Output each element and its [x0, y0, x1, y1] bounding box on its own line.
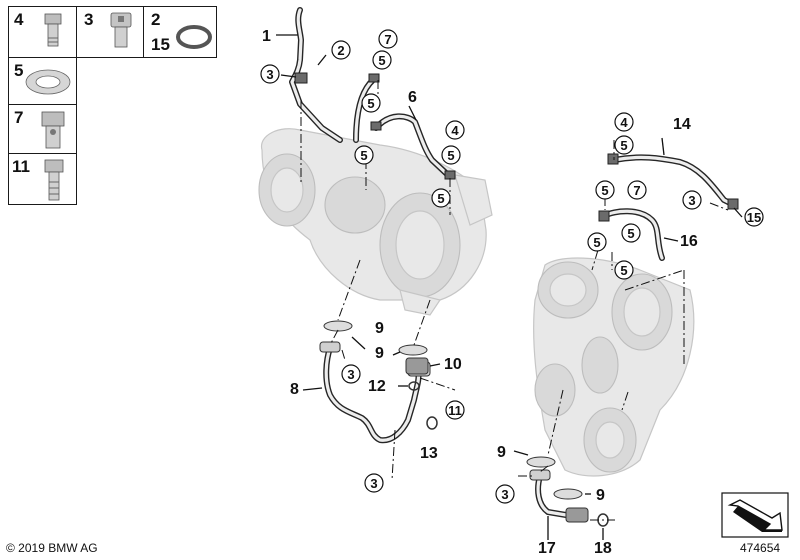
- callout-5a: 5: [378, 53, 385, 68]
- oil-feed-line-14: [607, 153, 739, 210]
- legend-label-5: 5: [14, 61, 24, 80]
- callout-circles: 2 3 7 5 5 5 4 5 5 3 11 3 4 5 5 7 5 5 5 3…: [260, 29, 764, 504]
- callout-9d: 9: [596, 487, 605, 504]
- callout-5h: 5: [627, 226, 634, 241]
- leader-lines: [276, 34, 743, 540]
- oil-line-6: [353, 73, 456, 180]
- callout-11: 11: [448, 403, 462, 418]
- seal-ring-12: [408, 381, 420, 391]
- callout-12: 12: [368, 378, 386, 395]
- callout-10: 10: [444, 356, 462, 373]
- callout-5g: 5: [601, 183, 608, 198]
- legend-cell-3: [76, 6, 144, 58]
- callout-15: 15: [747, 210, 761, 225]
- legend-hex-bolt-icon: [44, 159, 64, 201]
- callout-5i: 5: [593, 235, 600, 250]
- callout-4a: 4: [451, 123, 459, 138]
- callout-16: 16: [680, 233, 698, 250]
- callout-17: 17: [538, 540, 556, 557]
- callout-3a: 3: [266, 67, 273, 82]
- callout-3d: 3: [688, 193, 695, 208]
- callout-9b: 9: [375, 345, 384, 362]
- arrow-direction-icon: [721, 492, 789, 538]
- legend-label-15: 15: [151, 35, 170, 54]
- gasket-9-left: [323, 320, 353, 332]
- callout-5e: 5: [437, 191, 444, 206]
- callout-7b: 7: [633, 183, 640, 198]
- callout-14: 14: [673, 116, 691, 133]
- legend-washer-icon: [25, 69, 71, 95]
- oil-line-16: [598, 208, 665, 261]
- right-turbocharger-ghost: [533, 257, 695, 477]
- legend-label-4: 4: [14, 10, 24, 29]
- callout-9c: 9: [497, 444, 506, 461]
- legend-hollow-bolt-icon: [110, 12, 132, 48]
- legend-cell-11: [8, 153, 77, 205]
- callout-13: 13: [420, 445, 438, 462]
- flange-10: [405, 357, 429, 375]
- legend-label-7: 7: [14, 108, 24, 127]
- callout-5j: 5: [620, 263, 627, 278]
- callout-5c: 5: [360, 148, 367, 163]
- callout-6: 6: [408, 89, 417, 106]
- callout-5d: 5: [447, 148, 454, 163]
- legend-banjo-bolt-hex-icon: [41, 111, 65, 149]
- copyright-text: © 2019 BMW AG: [6, 541, 98, 555]
- legend-label-11: 11: [12, 157, 30, 176]
- callout-9a: 9: [375, 320, 384, 337]
- callout-3b: 3: [347, 367, 354, 382]
- callout-3c: 3: [370, 476, 377, 491]
- gasket-9-right-bottom: [553, 488, 583, 500]
- left-turbocharger-ghost: [258, 128, 493, 316]
- oil-return-line-17: [529, 469, 589, 523]
- legend-label-3: 3: [84, 10, 94, 29]
- callout-7a: 7: [384, 32, 391, 47]
- callout-5b: 5: [367, 96, 374, 111]
- diagram-id: 474654: [740, 541, 781, 555]
- callout-4b: 4: [620, 115, 628, 130]
- seal-ring-13: [426, 416, 438, 430]
- callout-8: 8: [290, 381, 299, 398]
- legend-label-2: 2: [151, 10, 161, 29]
- legend-cell-4: [8, 6, 77, 58]
- callout-5f: 5: [620, 138, 627, 153]
- callout-18: 18: [594, 540, 612, 557]
- gasket-9-mid: [398, 344, 428, 356]
- callout-1: 1: [262, 28, 271, 45]
- legend-sealing-ring-icon: [176, 25, 212, 49]
- callout-numbers: 1 6 9 9 10 12 8 13 14 16 9 9 17 18: [262, 28, 698, 557]
- oil-feed-line-1: [289, 7, 343, 143]
- callout-3e: 3: [501, 487, 508, 502]
- gasket-9-right-top: [526, 456, 556, 468]
- callout-2a: 2: [337, 43, 344, 58]
- legend-banjo-bolt-icon: [44, 13, 62, 47]
